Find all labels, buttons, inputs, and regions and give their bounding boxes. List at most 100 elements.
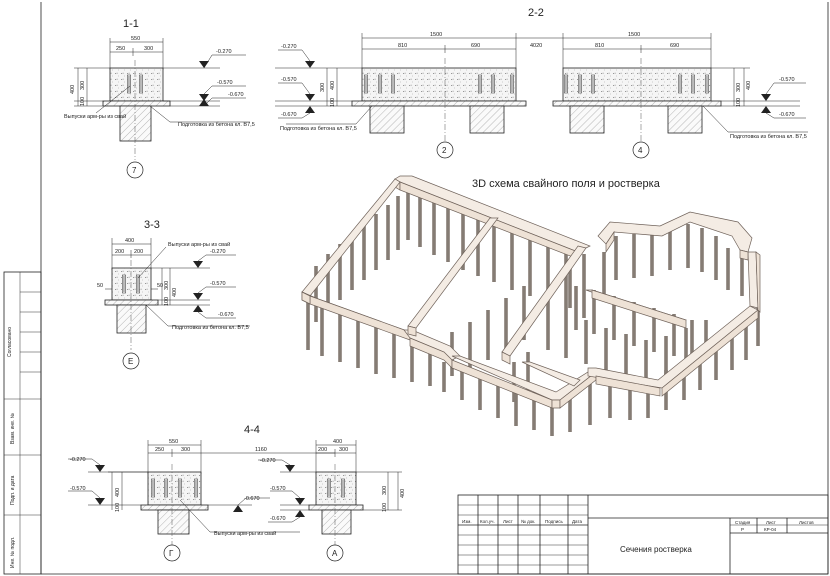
stage-label: Стадия [735,520,751,525]
dim-label: 50 [157,283,163,289]
dim-label: 200 [115,249,124,255]
level-mark: -0.670 [281,112,297,118]
dim-label: 690 [670,43,679,49]
side-stamp: Согласовано Взам. инв. № Подп. и дата Ин… [3,271,42,575]
dim-label: 100 [164,297,170,306]
dim-label: 400 [746,81,752,90]
dim-label: 1160 [255,447,267,453]
side-label-sign-date: Подп. и дата [10,475,16,505]
section-title: 4-4 [244,424,260,436]
section-3-3: 3-3 400 200 200 50 50 400 300 100 -0.270… [97,219,250,370]
note-bedding: Подготовка из бетона кл. В7,5 [172,325,249,331]
level-mark: -0.670 [779,112,795,118]
dim-label: 400 [70,85,76,94]
sheet-title: Сечения ростверка [620,545,692,554]
dim-label: 400 [400,489,406,498]
dim-label: 200 [134,249,143,255]
note-outlet: Выпуски арм-ры из свай [64,113,126,120]
col-date: Дата [572,519,582,524]
dim-label: 300 [164,281,170,290]
axis-label: 4 [638,146,643,155]
dim-label: 400 [125,238,134,244]
col-doc: № док. [521,519,535,524]
dim-label: 4020 [530,43,542,49]
axis-label: 2 [442,146,447,155]
side-label-inv: Инв. № подл. [10,537,16,568]
dim-label: 100 [330,98,336,107]
side-label-replace: Взам. инв. № [10,413,16,444]
dim-label: 550 [169,439,178,445]
grillage [301,175,761,409]
section-4-4: 4-4 550 250 300 1160 400 200 300 [68,424,406,562]
level-mark: -0.570 [210,281,226,287]
section-title: 3-3 [144,219,160,231]
level-mark: -0.570 [217,80,233,86]
dim-label: 300 [339,447,348,453]
dim-label: 250 [155,447,164,453]
dim-label: 300 [80,81,86,90]
dim-label: 300 [320,83,326,92]
axis-label: Е [128,357,133,366]
dim-label: 400 [172,288,178,297]
col-list: Лист [503,519,513,524]
level-mark: -0.570 [779,77,795,83]
dim-label: 300 [736,83,742,92]
scheme-3d: 3D схема свайного поля и ростверка [301,175,761,436]
dim-label: 250 [116,46,125,52]
col-koluch: Кол.уч. [480,519,495,524]
section-1-1: 1-1 550 250 300 400 300 100 -0.270 [64,18,255,179]
dim-label: 300 [181,447,190,453]
level-mark: -0.670 [228,92,244,98]
dim-label: 200 [318,447,327,453]
level-mark: -0.270 [216,49,232,55]
dim-label: 690 [471,43,480,49]
note-outlet: Выпуски арм-ры из свай [214,530,276,537]
pile-field [306,187,760,436]
dim-label: 300 [144,46,153,52]
col-sign: Подпись [545,519,563,524]
axis-label: А [332,549,338,558]
level-mark: -0.270 [70,457,86,463]
note-bedding: Подготовка из бетона кл. В7,5 [730,134,807,140]
note-bedding: Подготовка из бетона кл. В7,5 [280,126,357,132]
dim-label: 100 [80,97,86,106]
level-mark: -0.570 [70,486,86,492]
dim-label: 810 [398,43,407,49]
level-mark: -0.570 [281,77,297,83]
dim-label: 400 [330,81,336,90]
col-izm: Изм. [462,519,472,524]
dim-label: 400 [333,439,342,445]
level-mark: -0.270 [210,249,226,255]
level-mark: -0.670 [218,312,234,318]
dim-label: 1500 [628,32,640,38]
level-mark: -0.570 [270,486,286,492]
sheets-label: Листов [799,520,814,525]
note-bedding: Подготовка из бетона кл. В7,5 [178,122,255,128]
axis-label: 7 [132,166,137,175]
axis-label: Г [169,549,174,558]
dim-label: 400 [115,488,121,497]
level-mark: -0.270 [260,458,276,464]
side-label-agreed: Согласовано [7,327,13,357]
title-block: Изм. Кол.уч. Лист № док. Подпись Дата Ст… [457,494,829,575]
note-outlet: Выпуски арм-ры из свай [168,241,230,248]
section-title: 1-1 [123,18,139,30]
dim-label: 100 [382,503,388,512]
level-mark: -0.670 [270,516,286,522]
stage-value: Р [741,527,744,532]
level-mark: -0.270 [281,44,297,50]
dim-label: 100 [736,98,742,107]
level-mark: -0.670 [244,496,260,502]
dim-label: 810 [595,43,604,49]
dim-label: 100 [115,503,121,512]
section-title: 2-2 [528,7,544,19]
section-2-2: 2-2 1500 810 690 4020 1500 810 690 [275,7,808,159]
dim-label: 300 [382,486,388,495]
scheme-title: 3D схема свайного поля и ростверка [472,178,661,190]
dim-label: 50 [97,283,103,289]
dim-label: 550 [131,36,140,42]
sheet-label: Лист [766,520,776,525]
dim-label: 1500 [430,32,442,38]
sheet-value: КР-04 [764,527,777,532]
